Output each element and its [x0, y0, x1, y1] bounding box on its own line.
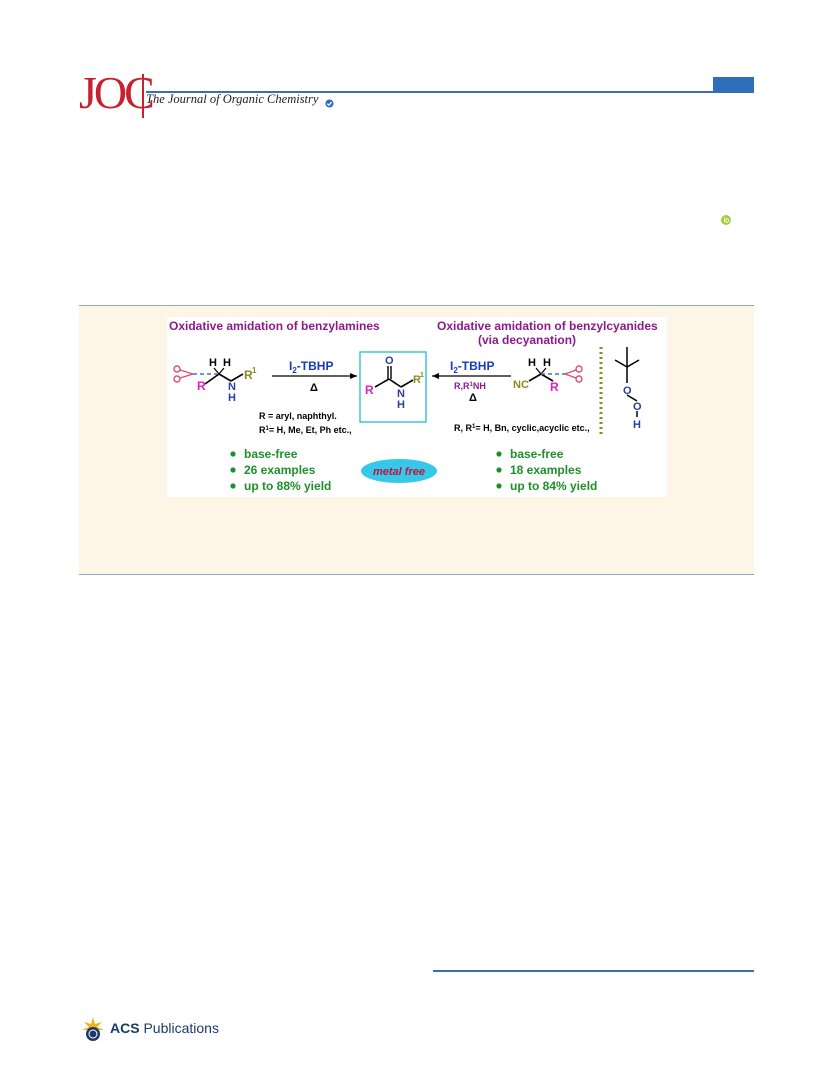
check-icon [325, 99, 334, 108]
amide-product: O R N H R 1 [359, 351, 427, 423]
right-scissors-icon [564, 365, 583, 383]
left-reaction-arrow: I2-TBHP Δ [272, 359, 357, 394]
r1-label: R [244, 368, 253, 382]
logo-letters: JOC [79, 67, 155, 118]
publisher-name: ACS Publications [110, 1020, 219, 1036]
left-bullet-list: base-free 26 examples up to 88% yield [230, 447, 331, 493]
delta-label: Δ [310, 382, 318, 394]
n-label: N [228, 381, 236, 393]
svg-text:I2-TBHP: I2-TBHP [450, 359, 494, 375]
list-item: base-free [244, 447, 298, 461]
r1-sup: 1 [420, 372, 424, 379]
nh-label: H [228, 392, 236, 404]
right-bullet-list: base-free 18 examples up to 84% yield [496, 447, 597, 493]
tbhp-structure [614, 347, 640, 417]
toc-graphic: Oxidative amidation of benzylamines Oxid… [167, 317, 667, 497]
right-condition: R, R1= H, Bn, cyclic,acyclic etc., [454, 423, 590, 433]
header-rule [146, 91, 754, 93]
left-heading: Oxidative amidation of benzylamines [169, 319, 380, 333]
right-reaction-arrow: I2-TBHP R,R1NH Δ [432, 359, 511, 404]
h-label: H [209, 357, 217, 369]
right-subheading: (via decyanation) [478, 333, 576, 347]
metal-free-badge: metal free [361, 459, 437, 483]
acs-seal-icon [82, 1017, 104, 1041]
n-label: N [397, 388, 405, 400]
nc-label: NC [513, 379, 529, 391]
journal-name: The Journal of Organic Chemistry [146, 92, 319, 106]
list-item: 18 examples [510, 463, 582, 477]
r-label: R [365, 383, 374, 397]
logo-divider [142, 74, 144, 118]
left-substrate: H H R N H R 1 [193, 357, 257, 404]
left-condition-1: R = aryl, naphthyl. [259, 411, 337, 421]
delta-label: Δ [469, 392, 477, 404]
h-label: H [223, 357, 231, 369]
h-label: H [633, 419, 641, 431]
list-item: up to 88% yield [244, 479, 331, 493]
r1-sup: 1 [252, 366, 257, 375]
list-item: base-free [510, 447, 564, 461]
list-item: 26 examples [244, 463, 316, 477]
left-condition-2: R1= H, Me, Et, Ph etc., [259, 425, 352, 435]
svg-text:I2-TBHP: I2-TBHP [289, 359, 333, 375]
svg-text:R,R1NH: R,R1NH [454, 381, 486, 391]
nh-label: H [397, 399, 405, 411]
o-label: O [385, 355, 394, 367]
o-label: O [633, 401, 642, 413]
r-label: R [197, 379, 206, 393]
list-item: up to 84% yield [510, 479, 597, 493]
r-label: R [550, 380, 559, 394]
r1-label: R [413, 374, 421, 386]
footnote-rule [433, 970, 754, 972]
o-label: O [623, 385, 632, 397]
badge-label: metal free [373, 466, 425, 478]
orcid-icon[interactable] [721, 215, 731, 225]
right-heading: Oxidative amidation of benzylcyanides [437, 319, 658, 333]
h-label: H [528, 357, 536, 369]
header-tab [713, 77, 754, 92]
left-scissors-icon [173, 365, 194, 383]
h-label: H [543, 357, 551, 369]
right-substrate: NC H H R [513, 357, 565, 394]
